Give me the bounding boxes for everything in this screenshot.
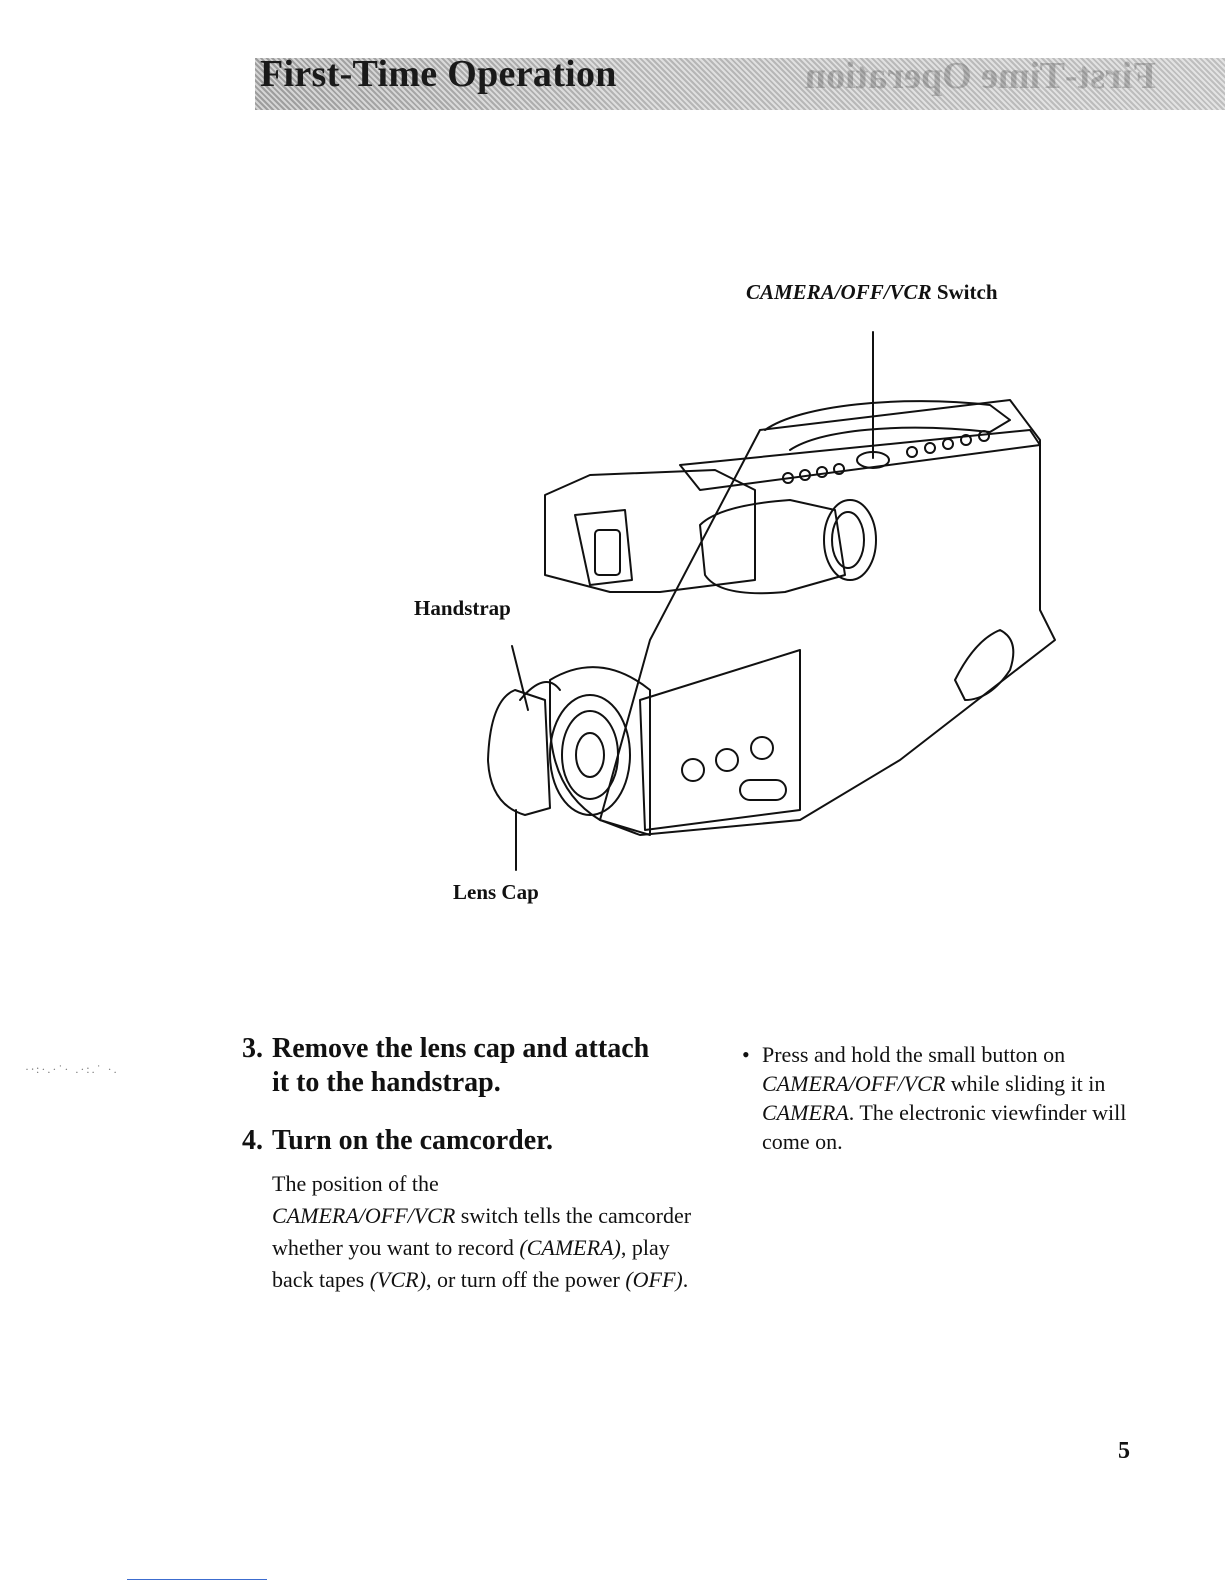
- top-dot: [799, 469, 811, 481]
- eyepiece-inner: [831, 511, 865, 569]
- step-4-text: .: [682, 1267, 689, 1292]
- bullet-text: Press and hold the small button on: [762, 1042, 1066, 1067]
- carry-handle: [764, 400, 1011, 451]
- step-4-number: 4.: [242, 1125, 263, 1156]
- viewfinder-housing: [544, 469, 756, 593]
- bullet-note: • Press and hold the small button on CAM…: [742, 1040, 1132, 1156]
- camcorder-body: [599, 399, 1056, 836]
- eyepiece-rubber: [823, 499, 877, 581]
- camcorder-illustration: [487, 331, 1056, 871]
- page-title: First-Time Operation: [260, 53, 617, 95]
- step-4-text: , or turn off the power: [425, 1267, 626, 1292]
- top-panel: [679, 429, 1041, 491]
- step-4-mode-vcr: (VCR): [369, 1267, 426, 1292]
- step-4-text: switch tells the camcorder whether you w…: [272, 1203, 692, 1260]
- lens-glass: [561, 710, 619, 800]
- viewfinder-window: [574, 509, 633, 586]
- callout-switch-name: CAMERA/OFF/VCR: [746, 280, 932, 304]
- side-panel: [639, 649, 801, 831]
- top-dot: [942, 438, 954, 450]
- top-dot: [816, 466, 828, 478]
- step-3-number: 3.: [242, 1033, 263, 1064]
- top-dot: [906, 446, 918, 458]
- rear-door: [954, 629, 1015, 701]
- camera-off-vcr-switch: [856, 451, 890, 469]
- bullet-text: . The electronic viewfinder will come on…: [762, 1100, 1127, 1154]
- bottom-rule: [127, 1579, 267, 1580]
- callout-switch-word: Switch: [931, 280, 998, 304]
- callout-camera-switch: CAMERA/OFF/VCR Switch: [746, 280, 998, 305]
- header-title-bleedthrough: First-Time Operation: [805, 55, 1156, 97]
- step-4: 4. Turn on the camcorder.: [242, 1124, 553, 1158]
- front-lens-housing: [549, 666, 651, 836]
- step-4-line1: Turn on the camcorder.: [272, 1125, 554, 1156]
- step-4-switch-name: CAMERA/OFF/VCR: [272, 1203, 456, 1228]
- eyepiece-housing: [699, 499, 846, 595]
- step-3-line2: it to the handstrap.: [272, 1067, 501, 1098]
- top-dot: [924, 442, 936, 454]
- lens-center: [575, 732, 605, 778]
- header-band: [255, 58, 1225, 110]
- bullet-switch-name: CAMERA/OFF/VCR: [762, 1071, 946, 1096]
- step-4-mode-off: (OFF): [625, 1267, 683, 1292]
- side-button-2: [715, 748, 739, 772]
- top-dot: [978, 430, 990, 442]
- bullet-symbol: •: [742, 1042, 750, 1067]
- callout-handstrap: Handstrap: [414, 596, 511, 620]
- top-dot: [960, 434, 972, 446]
- side-slide-switch: [739, 779, 787, 801]
- viewfinder-lens: [594, 529, 621, 576]
- step-4-text: , play back tapes: [272, 1235, 670, 1292]
- top-dot: [833, 463, 845, 475]
- page-number: 5: [1118, 1438, 1130, 1464]
- step-3-line1: Remove the lens cap and attach: [272, 1033, 650, 1064]
- top-dot: [782, 472, 794, 484]
- scan-speckle: ·∙:·.·˙· .·:.˙ ·.: [25, 1062, 119, 1076]
- lens-cap: [487, 689, 551, 816]
- bullet-mode-camera: CAMERA: [762, 1100, 849, 1125]
- step-4-text: The position of the: [272, 1171, 439, 1196]
- side-button-1: [681, 758, 705, 782]
- step-4-mode-camera: (CAMERA): [519, 1235, 621, 1260]
- handstrap-leader-line: [511, 645, 529, 711]
- step-3: 3. Remove the lens cap and attach it to t…: [242, 1032, 649, 1100]
- callout-lens-cap: Lens Cap: [453, 880, 539, 904]
- bullet-text: while sliding it in: [945, 1071, 1106, 1096]
- lens-ring: [549, 694, 631, 816]
- side-button-3: [750, 736, 774, 760]
- handstrap: [519, 681, 561, 701]
